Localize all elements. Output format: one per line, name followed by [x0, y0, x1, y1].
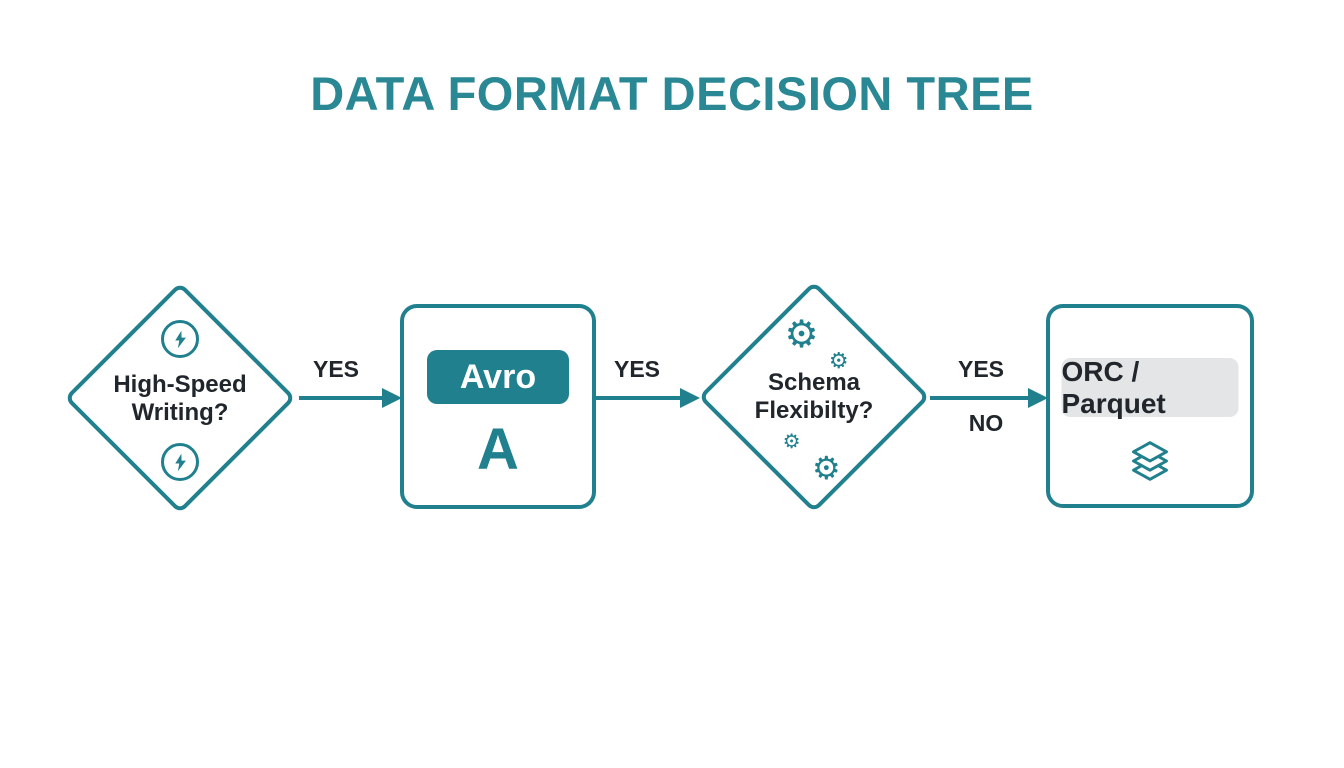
- decision-label-line2: Flexibilty?: [754, 397, 874, 424]
- gears-icon: ⚙ ⚙: [785, 316, 849, 372]
- page-title: DATA FORMAT DECISION TREE: [310, 67, 1034, 120]
- decision-content-schema-flexibility: ⚙ ⚙ Schema Flexibilty? ⚙ ⚙: [709, 288, 919, 506]
- edge3-yes-label: YES: [957, 356, 1005, 382]
- decision-content-high-speed-writing: High-Speed Writing?: [75, 290, 285, 508]
- gears-icon: ⚙ ⚙: [783, 432, 841, 484]
- edge1-yes-label: YES: [312, 356, 360, 382]
- decision-label-line2: Writing?: [131, 399, 229, 426]
- decision-label-line1: High-Speed: [113, 370, 247, 398]
- result-box-avro: Avro A: [400, 304, 596, 509]
- decision-label-line1: Schema: [767, 368, 861, 396]
- gear-icon: ⚙: [828, 348, 849, 373]
- layers-icon: [1128, 438, 1172, 484]
- gear-icon: ⚙: [811, 450, 841, 486]
- avro-badge: Avro: [427, 350, 569, 404]
- arrow-line: [930, 396, 1028, 400]
- edge3-arrow: [930, 388, 1048, 408]
- arrow-line: [299, 396, 382, 400]
- lightning-bolt-icon: [161, 320, 199, 358]
- layers-glyph: [1132, 441, 1168, 481]
- edge3-no-label: NO: [968, 410, 1004, 436]
- edge1-arrow: [299, 388, 402, 408]
- decision-label: Schema Flexibilty?: [709, 369, 919, 425]
- gear-icon: ⚙: [782, 431, 801, 453]
- result-box-orc-parquet: ORC / Parquet: [1046, 304, 1254, 508]
- lightning-bolt-glyph: [174, 453, 186, 471]
- arrow-head-icon: [1028, 388, 1048, 408]
- decision-label: High-Speed Writing?: [75, 371, 285, 427]
- arrow-head-icon: [680, 388, 700, 408]
- lightning-bolt-glyph: [174, 330, 186, 348]
- orc-parquet-badge: ORC / Parquet: [1061, 356, 1239, 419]
- arrow-line: [594, 396, 680, 400]
- edge2-arrow: [594, 388, 700, 408]
- lightning-bolt-icon: [161, 443, 199, 481]
- gear-icon: ⚙: [784, 314, 819, 356]
- arrow-head-icon: [382, 388, 402, 408]
- avro-logo-letter: A: [477, 417, 519, 482]
- edge2-yes-label: YES: [613, 356, 661, 382]
